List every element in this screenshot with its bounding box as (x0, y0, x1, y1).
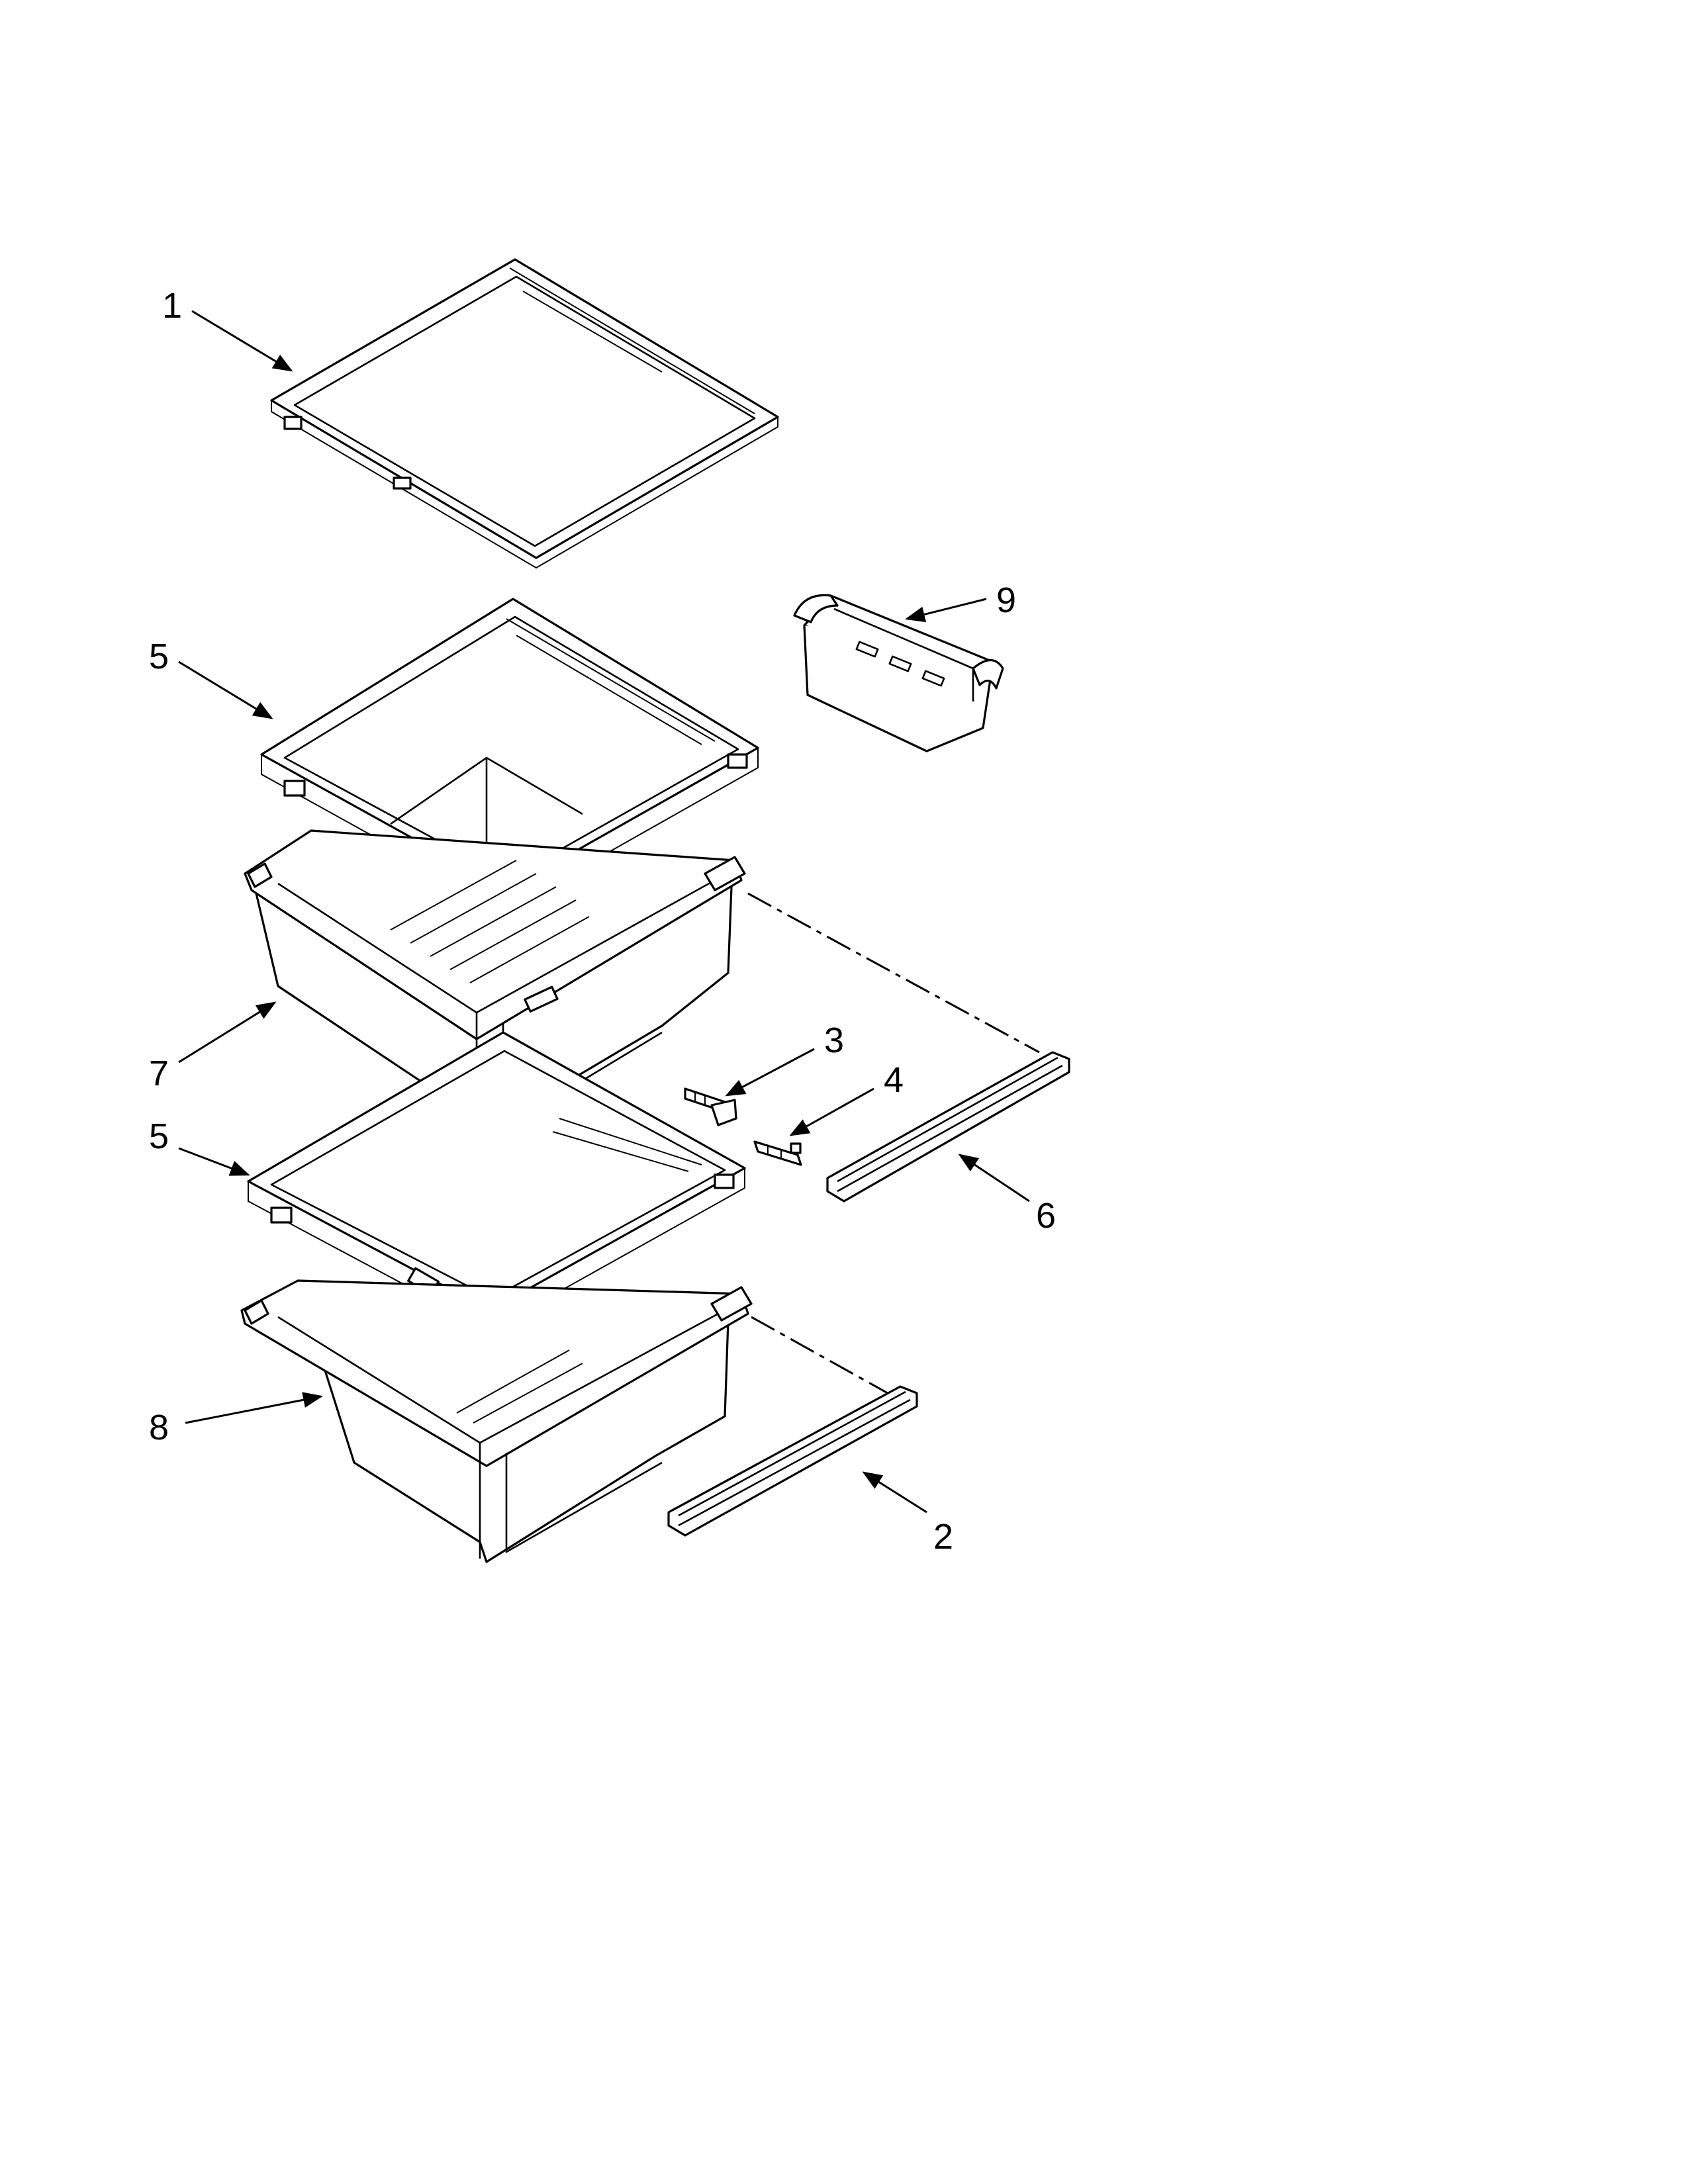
part-9-utility-bin (793, 594, 1004, 752)
callout-5-upper: 5 (149, 637, 169, 676)
callout-7: 7 (149, 1054, 169, 1093)
callout-6: 6 (1036, 1196, 1056, 1236)
part-1-glass-shelf (270, 258, 779, 569)
part-8-crisper-drawer (240, 1279, 753, 1563)
callout-2: 2 (933, 1517, 953, 1557)
assembly-line-upper (747, 892, 1040, 1054)
part-2-drawer-trim (667, 1385, 918, 1537)
part-4-clip (753, 1140, 802, 1166)
callout-5-lower: 5 (149, 1116, 169, 1156)
part-6-drawer-trim (826, 1051, 1070, 1203)
part-7-crisper-drawer (244, 829, 746, 1133)
callout-3: 3 (824, 1021, 844, 1060)
callout-8: 8 (149, 1408, 169, 1447)
callout-4: 4 (884, 1060, 904, 1100)
assembly-line-lower (751, 1316, 894, 1398)
leader-lines (178, 310, 1030, 1514)
callout-1: 1 (162, 286, 182, 326)
part-3-clip (684, 1087, 737, 1126)
callout-9: 9 (996, 580, 1016, 620)
